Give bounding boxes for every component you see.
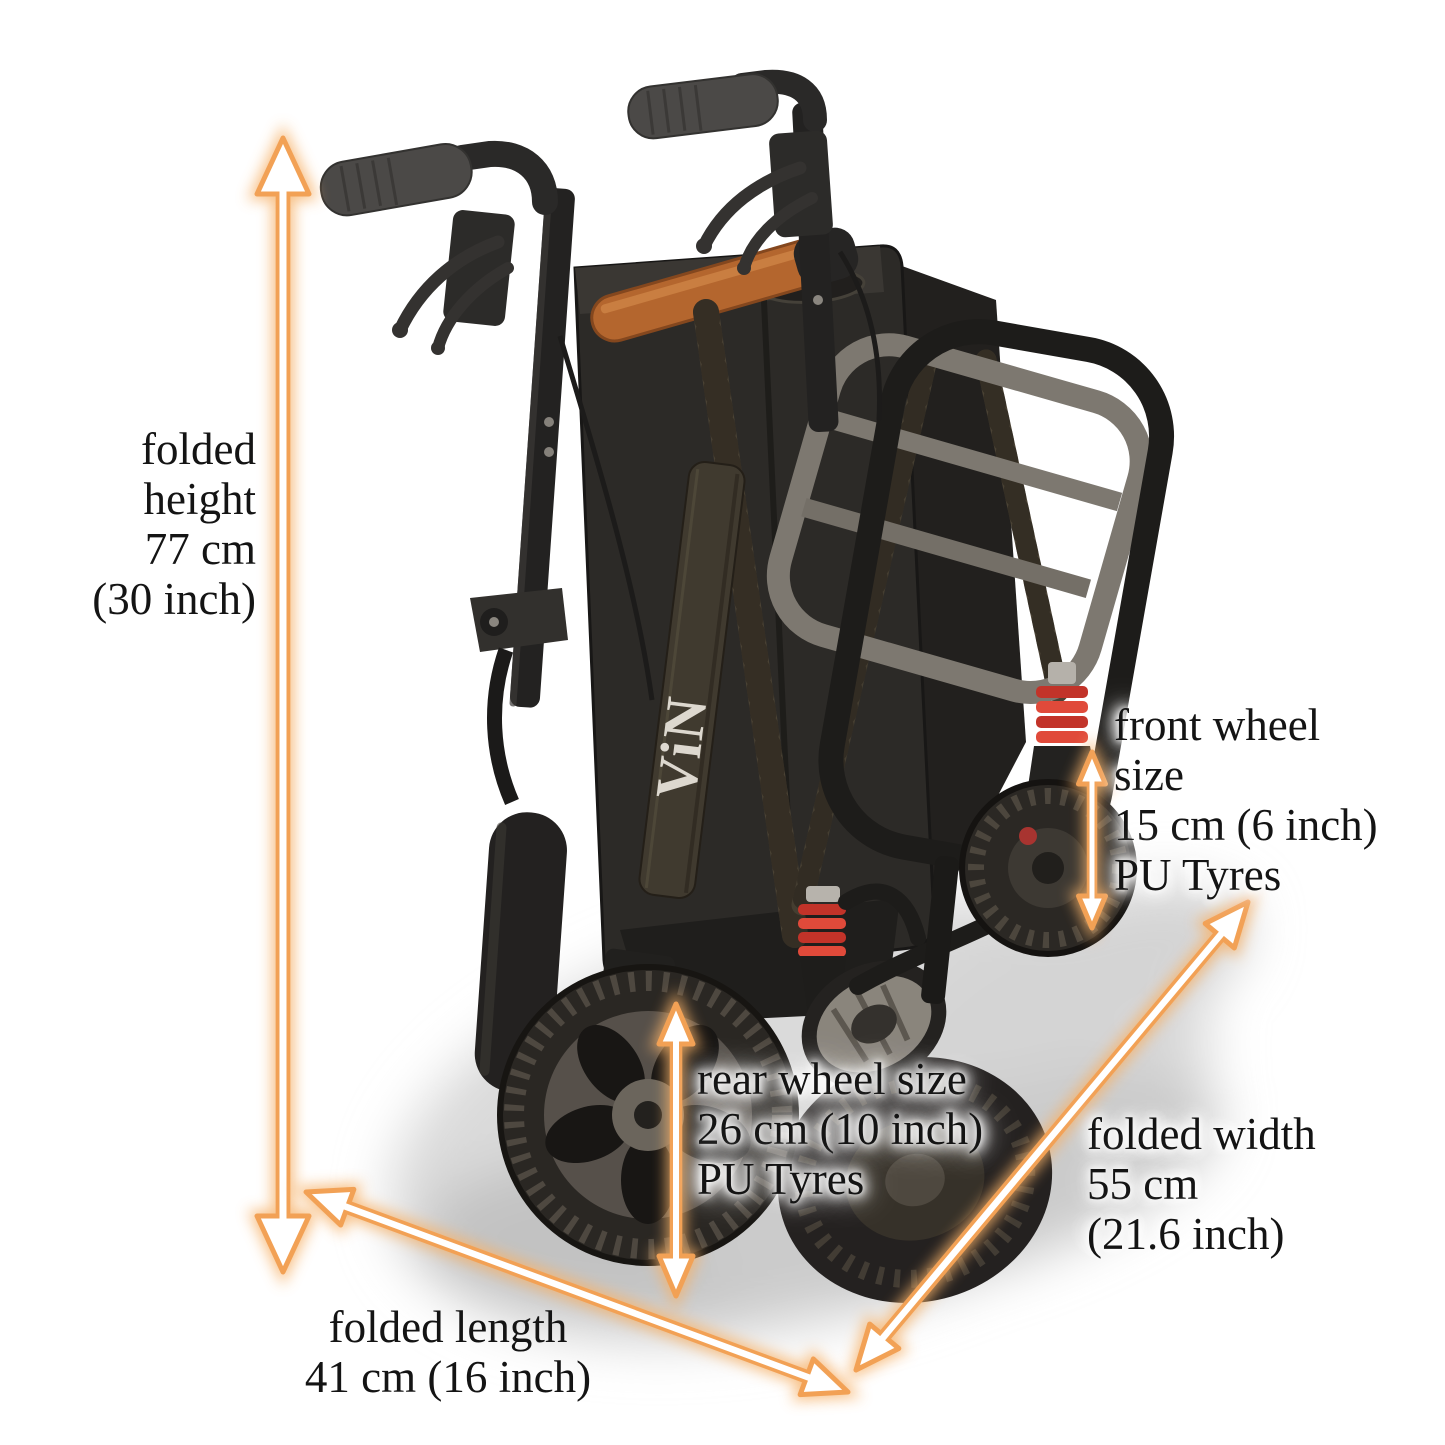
brand-post: ViN [638,461,746,899]
folded-width-arrow [846,890,1258,1382]
label-line: front wheel [1114,700,1321,750]
label-line: PU Tyres [1114,850,1282,900]
brake-cables [557,250,882,701]
right-push-handle [627,69,839,433]
label-line: folded width [1087,1109,1316,1159]
rear-wheel-size-label: rear wheel size 26 cm (10 inch) PU Tyres [697,1054,983,1204]
front-wheel-size-label: front wheel size 15 cm (6 inch) PU Tyres [1114,700,1378,900]
label-line: 77 cm [144,524,256,574]
folded-length-label: folded length 41 cm (16 inch) [248,1302,648,1402]
rear-wheel-left [497,948,799,1266]
right-brake-lever [697,161,818,274]
left-handle-grip [319,143,473,217]
right-handle-grip [627,73,779,140]
label-line: folded length [328,1302,568,1352]
suspension-spring-right [1036,686,1088,743]
label-line: PU Tyres [697,1154,865,1204]
folded-height-label: folded height 77 cm (30 inch) [92,424,256,624]
label-line: (21.6 inch) [1087,1209,1285,1259]
label-line: rear wheel size [697,1054,967,1104]
label-line: height [143,474,256,524]
suspension-spring-left [798,904,846,957]
brand-logo: ViN [643,692,720,803]
label-line: size [1114,750,1184,800]
side-frame-black [818,319,1175,878]
rear-wheel-right [777,1057,1053,1303]
label-line: 41 cm (16 inch) [304,1352,592,1402]
left-push-handle [319,140,575,708]
left-brake-lever [393,235,514,354]
label-line: 15 cm (6 inch) [1114,800,1378,850]
label-line: (30 inch) [92,574,256,624]
label-line: 26 cm (10 inch) [697,1104,984,1154]
front-wheel-arrow [1069,736,1115,944]
folded-length-arrow [291,1182,863,1402]
folded-height-arrow [247,123,319,1287]
folded-width-label: folded width 55 cm (21.6 inch) [1087,1109,1316,1259]
label-line: folded [141,424,256,474]
rear-wheel-arrow [649,988,703,1312]
label-line: 55 cm [1087,1159,1199,1209]
